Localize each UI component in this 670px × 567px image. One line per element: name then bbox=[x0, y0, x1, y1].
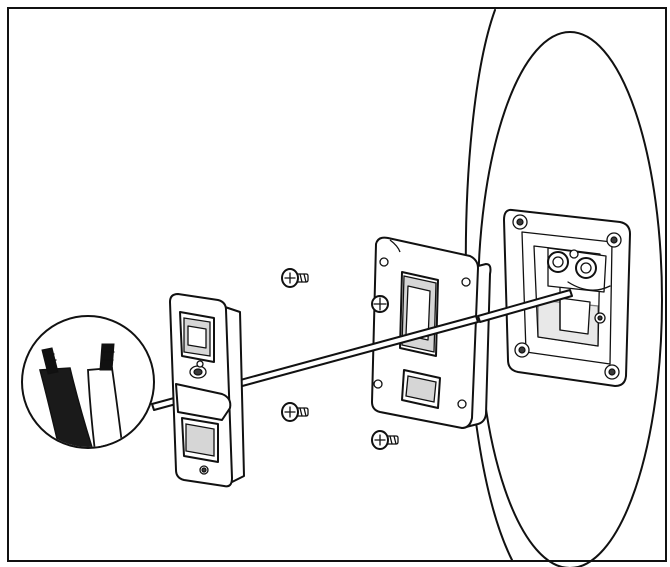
black-wire bbox=[39, 367, 98, 447]
corner-screw bbox=[514, 342, 530, 358]
white-wire bbox=[87, 367, 126, 447]
corner-screw bbox=[512, 214, 528, 230]
cable-bracket bbox=[169, 293, 245, 488]
mounting-screw bbox=[281, 268, 309, 288]
corner-screw bbox=[606, 232, 622, 248]
plate-screw bbox=[371, 295, 389, 313]
wire-detail-inset bbox=[21, 315, 155, 449]
corner-screw bbox=[604, 364, 620, 380]
mounting-screw bbox=[371, 430, 399, 450]
mounting-screw bbox=[281, 402, 309, 422]
binding-post-terminals bbox=[547, 247, 611, 293]
